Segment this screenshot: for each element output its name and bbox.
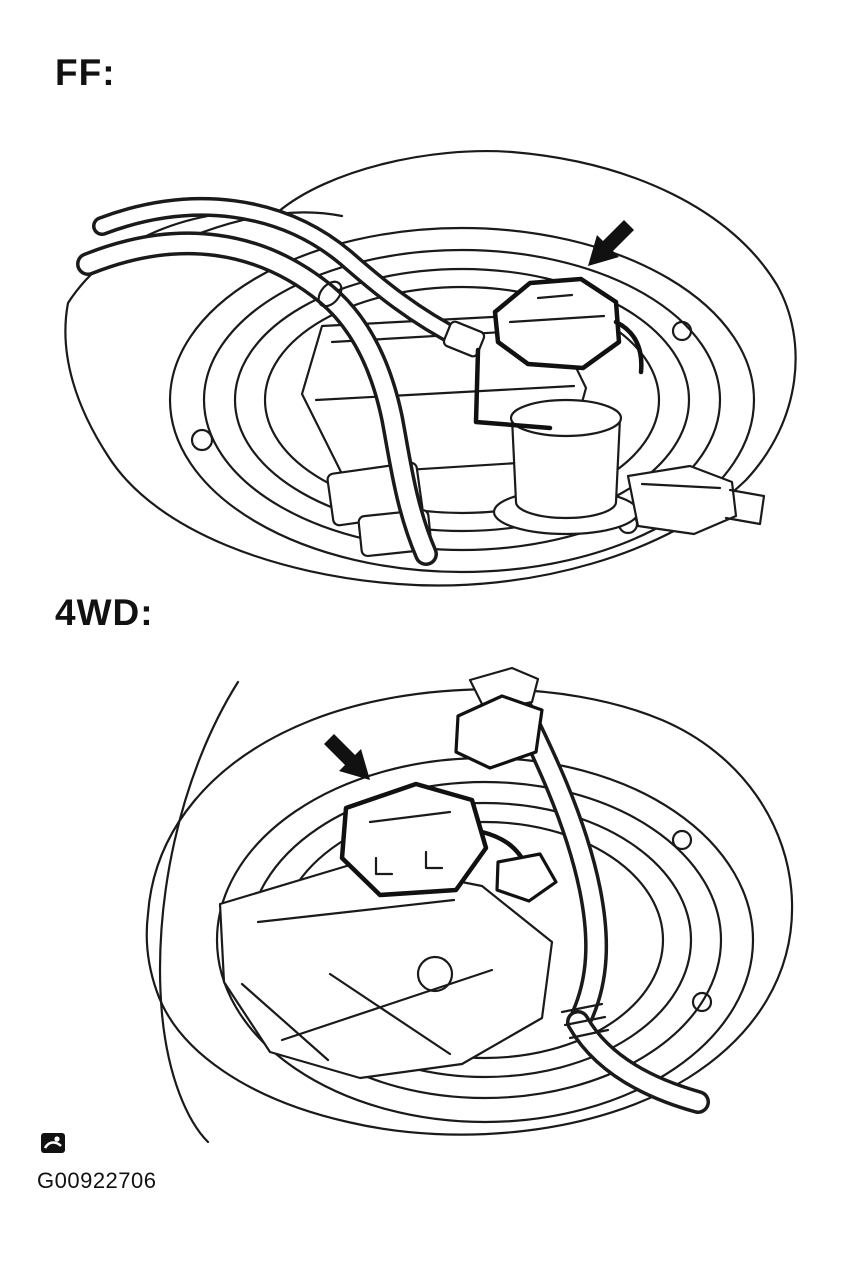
figure-id: G00922706 [37, 1168, 157, 1193]
upper-connector [454, 666, 544, 770]
section-label-4wd: 4WD: [55, 592, 154, 633]
fuel-hoses [76, 197, 486, 566]
illustration-ff-fuel-pump [64, 150, 797, 587]
publisher-logo-icon [41, 1133, 65, 1153]
illustration-4wd-fuel-pump [145, 666, 794, 1144]
pump-connector-highlight-ff [473, 276, 644, 431]
pump-connector-highlight-4wd [339, 781, 558, 903]
connector-arrow-ff [588, 220, 634, 266]
connector-arrow-4wd [324, 734, 370, 780]
section-label-ff: FF: [55, 52, 116, 93]
